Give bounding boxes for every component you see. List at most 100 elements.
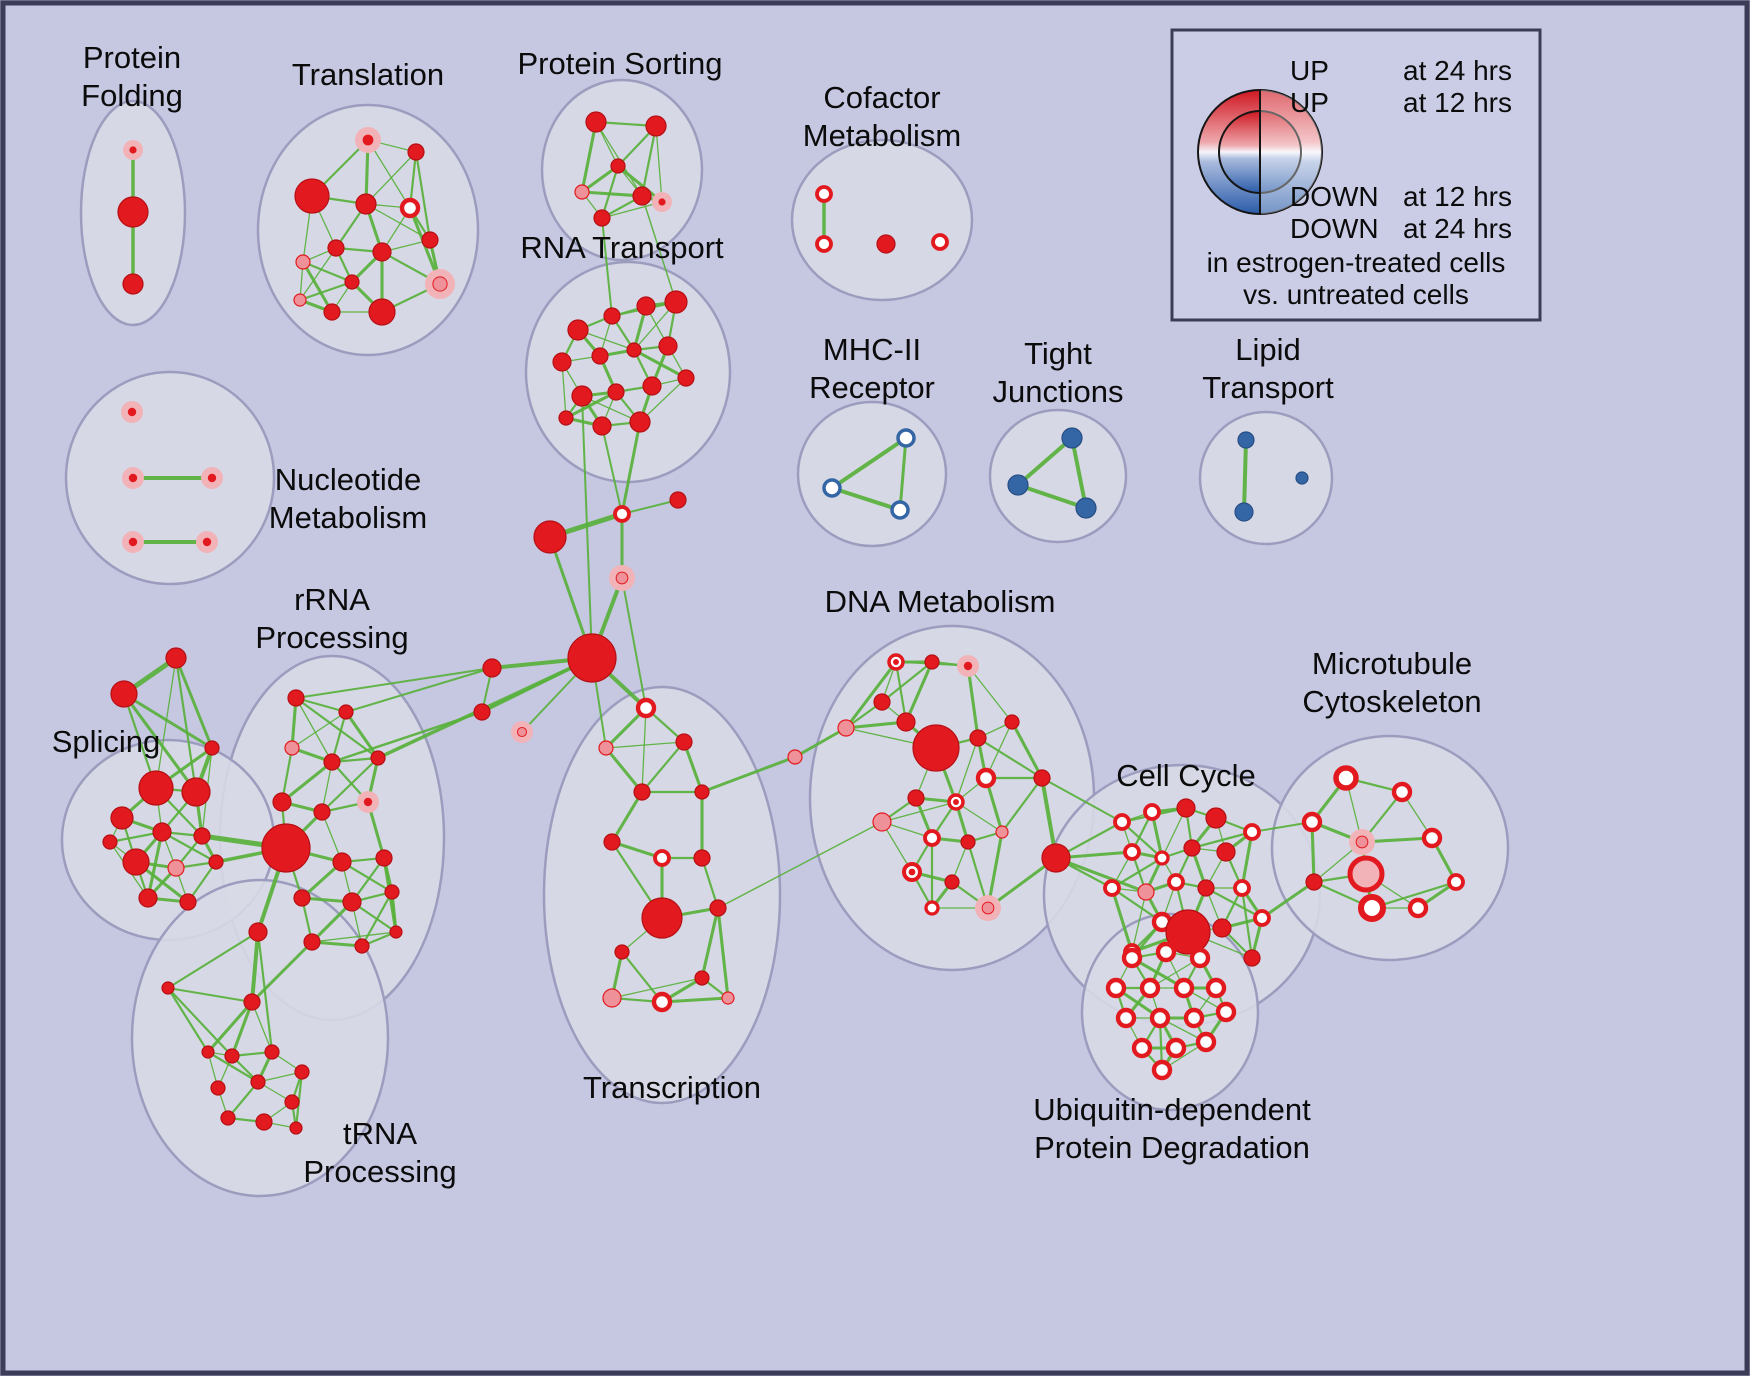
edge-trna-processing xyxy=(166,986,234,1058)
node-red xyxy=(1205,807,1227,829)
edge-transcription xyxy=(640,740,686,794)
node-ring xyxy=(399,197,421,219)
node-ring xyxy=(1421,827,1443,849)
node-red xyxy=(303,933,321,951)
node-ring xyxy=(1233,879,1251,897)
cluster-ellipse-microtubule-cytoskeleton xyxy=(1270,734,1510,962)
cluster-label-rrna-processing: rRNA xyxy=(294,582,370,617)
node-pink xyxy=(721,991,735,1005)
node-red xyxy=(664,290,688,314)
legend-row-dir: DOWN xyxy=(1290,213,1379,244)
edge-splicing xyxy=(146,830,164,900)
node-ring xyxy=(1103,879,1121,897)
node-red xyxy=(152,822,172,842)
node-red xyxy=(243,993,261,1011)
edge-protein-sorting xyxy=(640,124,658,198)
node-bluering xyxy=(822,478,842,498)
edge-translation xyxy=(301,260,354,284)
node-pink xyxy=(602,988,622,1008)
edge-transcription xyxy=(605,741,685,749)
cluster-label-mhc-ii-receptor: Receptor xyxy=(809,370,935,405)
cluster-label-ubiquitin-degradation: Ubiquitin-dependent xyxy=(1033,1092,1311,1127)
legend-caption-line2: vs. untreated cells xyxy=(1243,279,1469,310)
node-red xyxy=(610,158,626,174)
cluster-label-tight-junctions: Junctions xyxy=(993,374,1124,409)
node-red xyxy=(138,888,158,908)
edge-rna-transport xyxy=(632,348,688,380)
node-red xyxy=(896,712,916,732)
edge-dna-metabolism xyxy=(894,660,908,724)
edge-mhc-ii-receptor xyxy=(830,486,902,512)
node-red xyxy=(332,852,352,872)
node-red xyxy=(924,654,940,670)
edge-protein-sorting xyxy=(580,120,598,194)
node-red xyxy=(633,783,651,801)
cluster-label-rrna-processing: Processing xyxy=(255,620,408,655)
edge-trna-processing xyxy=(206,1050,260,1084)
node-pink xyxy=(995,825,1009,839)
node-red xyxy=(473,703,491,721)
node-red xyxy=(161,981,175,995)
node-red xyxy=(342,892,362,912)
edge-rrna-processing xyxy=(294,696,348,714)
cluster-label-protein-folding: Protein xyxy=(83,40,181,75)
node-red xyxy=(122,273,144,295)
cluster-label-splicing: Splicing xyxy=(52,724,161,759)
node-red xyxy=(592,416,612,436)
node-bluering xyxy=(896,428,916,448)
edge-dna-metabolism xyxy=(1000,776,1044,834)
edge-protein-sorting xyxy=(601,201,663,219)
node-red xyxy=(323,303,341,321)
inter-cluster-edge xyxy=(250,940,314,1004)
node-ring xyxy=(1173,977,1195,999)
edge-transcription xyxy=(604,746,644,794)
inter-cluster-edge xyxy=(621,577,647,709)
edge-dna-metabolism xyxy=(844,660,898,730)
node-ring xyxy=(975,767,997,789)
edge-dna-metabolism xyxy=(880,660,934,704)
node-red xyxy=(603,307,621,325)
node-red xyxy=(201,1045,215,1059)
node-red xyxy=(675,733,693,751)
node-ring xyxy=(1139,977,1161,999)
node-ring xyxy=(1407,897,1429,919)
node-red xyxy=(641,897,683,939)
node-red xyxy=(873,693,891,711)
node-blue xyxy=(1007,474,1029,496)
node-red xyxy=(642,376,662,396)
node-red xyxy=(1212,918,1232,938)
edge-trna-processing xyxy=(226,1080,260,1120)
cluster-label-trna-processing: tRNA xyxy=(343,1116,417,1151)
node-red xyxy=(636,296,656,316)
inter-cluster-edge xyxy=(345,667,493,713)
node-ring xyxy=(1113,813,1131,831)
cluster-ellipse-trna-processing xyxy=(130,878,390,1198)
node-red xyxy=(876,234,896,254)
node-ring xyxy=(1165,1037,1187,1059)
edge-dna-metabolism xyxy=(881,801,957,823)
node-red xyxy=(372,242,392,262)
node-red xyxy=(1305,873,1323,891)
edge-splicing xyxy=(122,692,198,794)
edge-rrna-processing xyxy=(311,931,397,943)
node-red xyxy=(694,784,710,800)
node-ring xyxy=(1131,1037,1153,1059)
cluster-ellipse-mhc-ii-receptor xyxy=(796,400,948,548)
node-ring xyxy=(1301,811,1323,833)
node-red xyxy=(389,925,403,939)
node-ring xyxy=(635,697,657,719)
node-red xyxy=(960,834,976,850)
node-pink xyxy=(574,184,590,200)
edge-rrna-processing xyxy=(280,760,334,804)
node-red xyxy=(294,1064,310,1080)
node-ring xyxy=(1195,1031,1217,1053)
cluster-label-lipid-transport: Lipid xyxy=(1235,332,1301,367)
cluster-label-ubiquitin-degradation: Protein Degradation xyxy=(1034,1130,1310,1165)
node-red xyxy=(368,298,396,326)
edge-transcription xyxy=(700,856,720,910)
edge-cell-cycle xyxy=(1110,886,1134,954)
node-ring xyxy=(1357,893,1387,923)
cluster-label-cell-cycle: Cell Cycle xyxy=(1116,758,1256,793)
node-red xyxy=(658,336,678,356)
